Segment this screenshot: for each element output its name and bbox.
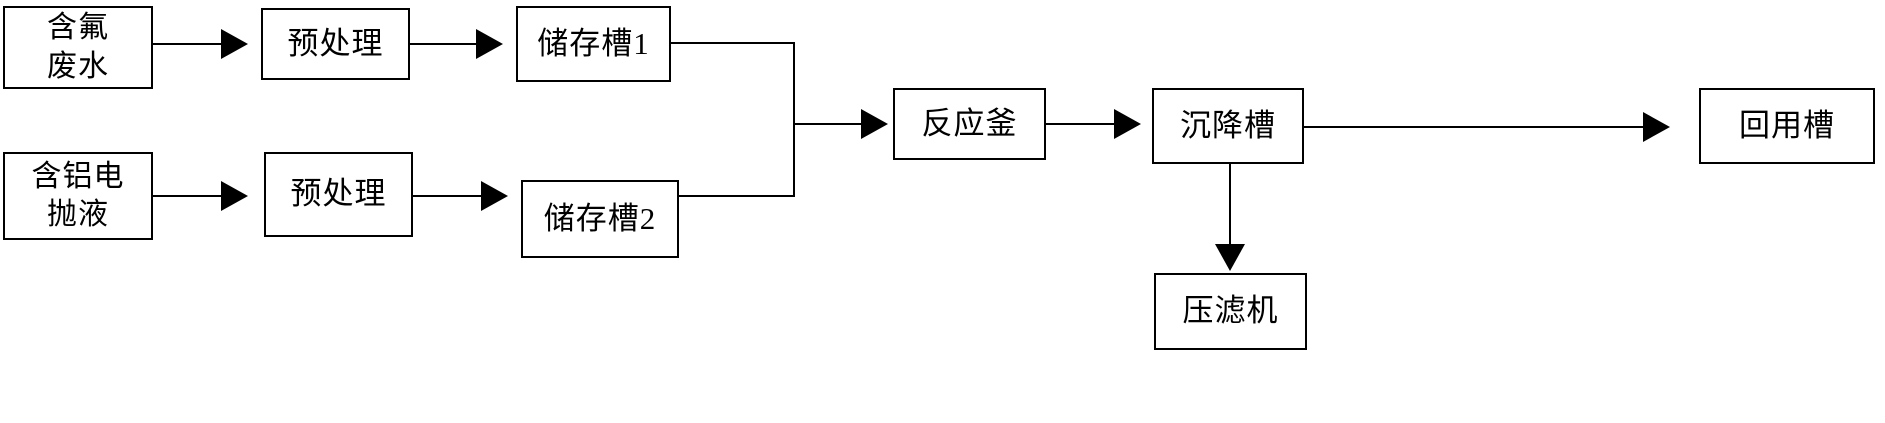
edge-reactor-to-settling-arrowhead-icon (1114, 109, 1141, 139)
edge-tank2-to-merge-line (679, 195, 795, 197)
edge-pretreatment1-to-tank1-line (410, 43, 476, 45)
edge-pretreatment2-to-tank2-line (413, 195, 481, 197)
edge-reactor-to-settling-line (1046, 123, 1114, 125)
edge-pretreatment1-to-tank1-arrowhead-icon (476, 29, 503, 59)
edge-merge-to-reactor-line (793, 123, 861, 125)
edge-merge-vertical-trunk (793, 42, 795, 197)
edge-pretreatment2-to-tank2-arrowhead-icon (481, 181, 508, 211)
node-reactor[interactable]: 反应釜 (893, 88, 1046, 160)
edge-settling-to-filter-line (1229, 164, 1231, 244)
node-settling-tank[interactable]: 沉降槽 (1152, 88, 1304, 164)
edge-settling-to-reuse-line (1304, 126, 1643, 128)
node-label: 储存槽2 (543, 200, 657, 236)
edge-tank1-to-merge-line (671, 42, 795, 44)
node-label: 压滤机 (1182, 293, 1279, 329)
node-fluoride-wastewater[interactable]: 含氟 废水 (3, 6, 153, 89)
edge-settling-to-filter-arrowhead-icon (1215, 244, 1245, 271)
node-storage-tank-2[interactable]: 储存槽2 (521, 180, 679, 258)
node-reuse-tank[interactable]: 回用槽 (1699, 88, 1875, 164)
edge-fluoride-to-pretreatment1-arrowhead-icon (221, 29, 248, 59)
node-filter-press[interactable]: 压滤机 (1154, 273, 1307, 350)
node-storage-tank-1[interactable]: 储存槽1 (516, 6, 671, 82)
node-pretreatment-1[interactable]: 预处理 (261, 8, 410, 80)
node-label: 含氟 废水 (47, 11, 109, 83)
node-label: 预处理 (290, 176, 387, 212)
edge-aluminum-to-pretreatment2-line (153, 195, 221, 197)
edge-settling-to-reuse-arrowhead-icon (1643, 112, 1670, 142)
node-pretreatment-2[interactable]: 预处理 (264, 152, 413, 237)
node-label: 回用槽 (1739, 107, 1835, 143)
node-label: 储存槽1 (537, 25, 650, 61)
edge-merge-to-reactor-arrowhead-icon (861, 109, 888, 139)
node-label: 反应釜 (921, 105, 1018, 141)
edge-aluminum-to-pretreatment2-arrowhead-icon (221, 181, 248, 211)
edge-fluoride-to-pretreatment1-line (153, 43, 221, 45)
node-label: 含铝电 抛液 (31, 159, 125, 231)
node-label: 预处理 (287, 25, 384, 61)
node-label: 沉降槽 (1180, 107, 1276, 143)
node-aluminum-electropolishing-liquid[interactable]: 含铝电 抛液 (3, 152, 153, 240)
